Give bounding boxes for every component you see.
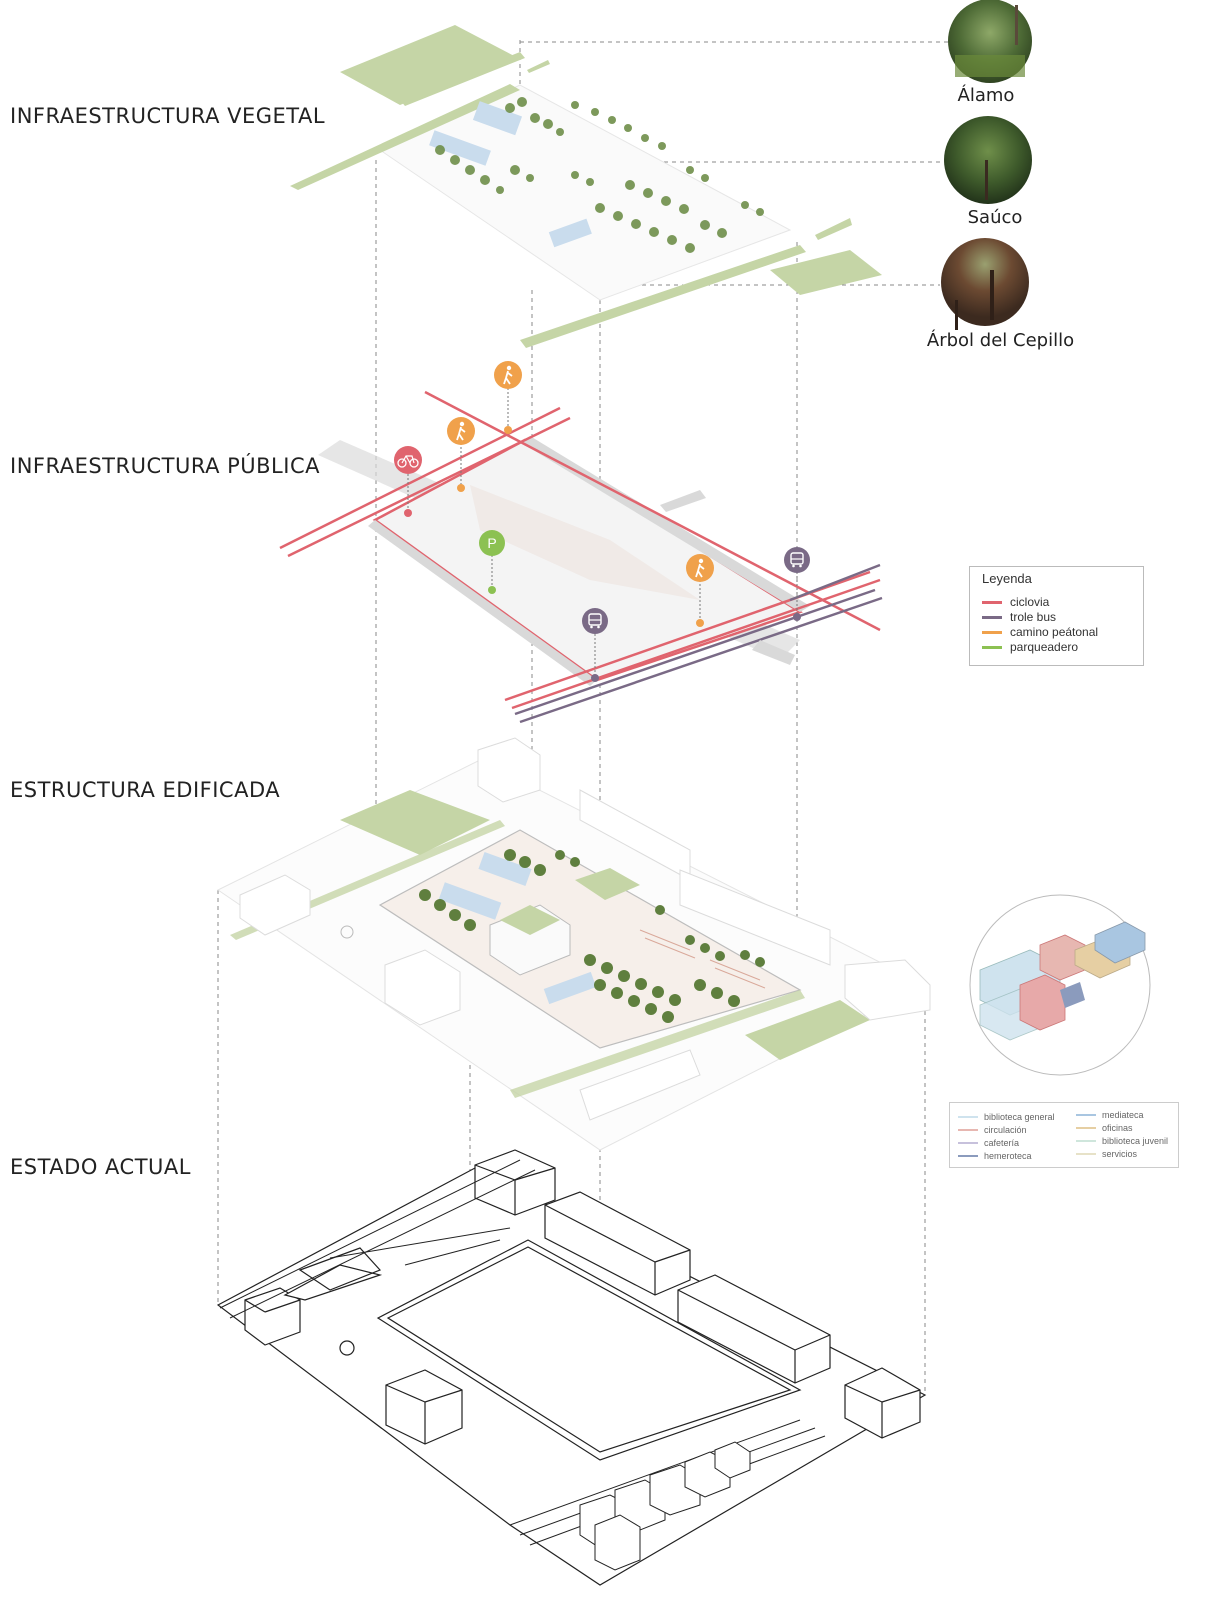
program-label: oficinas: [1102, 1123, 1133, 1133]
tree-label-alamo: Álamo: [940, 85, 1032, 106]
pedestrian-icon: [686, 554, 714, 582]
bicycle-icon: [394, 446, 422, 474]
program-legend: biblioteca general circulación cafetería…: [949, 1102, 1179, 1168]
arbol-cepillo-photo: [941, 238, 1029, 330]
legend-swatch: [982, 646, 1002, 649]
edificada-layer: [218, 738, 930, 1150]
layer-title-vegetal: INFRAESTRUCTURA VEGETAL: [10, 104, 325, 128]
legend: Leyenda ciclovia trole bus camino peáton…: [969, 566, 1144, 666]
program-swatch: [1076, 1127, 1096, 1129]
legend-label: parqueadero: [1010, 640, 1078, 654]
sauco-photo: [944, 116, 1032, 204]
program-swatch: [1076, 1114, 1096, 1116]
program-massing: [970, 895, 1150, 1075]
alamo-photo: [948, 0, 1032, 83]
program-item: cafetería: [958, 1138, 1019, 1148]
program-item: biblioteca general: [958, 1112, 1055, 1122]
program-label: cafetería: [984, 1138, 1019, 1148]
legend-title: Leyenda: [982, 571, 1032, 586]
program-swatch: [958, 1116, 978, 1118]
program-swatch: [1076, 1140, 1096, 1142]
pedestrian-icon: [494, 361, 522, 389]
tree-label-arbol-cepillo: Árbol del Cepillo: [918, 330, 1083, 351]
legend-item-trole-bus: trole bus: [982, 610, 1056, 624]
pedestrian-icon: [447, 417, 475, 445]
program-item: biblioteca juvenil: [1076, 1136, 1168, 1146]
legend-label: camino peátonal: [1010, 625, 1098, 639]
parking-letter: P: [487, 535, 496, 551]
vegetal-layer: [290, 25, 882, 348]
layer-title-edificada: ESTRUCTURA EDIFICADA: [10, 778, 280, 802]
program-item: circulación: [958, 1125, 1027, 1135]
legend-swatch: [982, 631, 1002, 634]
program-label: biblioteca juvenil: [1102, 1136, 1168, 1146]
parking-icon: P: [479, 530, 505, 556]
program-label: biblioteca general: [984, 1112, 1055, 1122]
program-swatch: [958, 1155, 978, 1157]
legend-item-ciclovia: ciclovia: [982, 595, 1049, 609]
program-swatch: [958, 1129, 978, 1131]
bus-icon: [784, 547, 810, 573]
legend-label: ciclovia: [1010, 595, 1049, 609]
program-swatch: [1076, 1153, 1096, 1155]
program-label: circulación: [984, 1125, 1027, 1135]
legend-swatch: [982, 601, 1002, 604]
legend-item-parqueadero: parqueadero: [982, 640, 1078, 654]
program-item: oficinas: [1076, 1123, 1133, 1133]
program-label: mediateca: [1102, 1110, 1144, 1120]
bus-icon: [582, 608, 608, 634]
program-item: hemeroteca: [958, 1151, 1032, 1161]
program-label: servicios: [1102, 1149, 1137, 1159]
legend-label: trole bus: [1010, 610, 1056, 624]
program-label: hemeroteca: [984, 1151, 1032, 1161]
layer-title-publica: INFRAESTRUCTURA PÚBLICA: [10, 454, 320, 478]
legend-swatch: [982, 616, 1002, 619]
actual-layer: [218, 1150, 925, 1585]
program-swatch: [958, 1142, 978, 1144]
layer-title-actual: ESTADO ACTUAL: [10, 1155, 191, 1179]
tree-label-sauco: Saúco: [945, 207, 1045, 228]
legend-item-camino-peatonal: camino peátonal: [982, 625, 1098, 639]
program-item: mediateca: [1076, 1110, 1144, 1120]
program-item: servicios: [1076, 1149, 1137, 1159]
